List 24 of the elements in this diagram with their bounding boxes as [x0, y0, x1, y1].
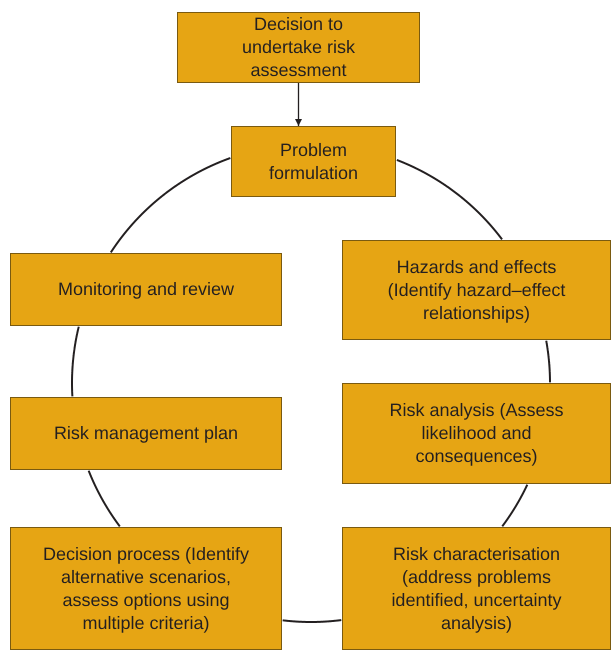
box-text: Decision process (Identify alternative scenarios, assess options using multiple criteria): [42, 542, 250, 634]
box-text: Hazards and effects (Identify hazard–effect relationships): [386, 256, 566, 324]
box-text: Problem formulation: [268, 138, 358, 184]
cycle-arc: [396, 159, 503, 240]
cycle-arc: [71, 326, 80, 398]
process-box: [10, 397, 282, 470]
box-text: Monitoring and review: [58, 278, 234, 301]
cycle-arc: [110, 157, 231, 254]
cycle-arc: [545, 340, 551, 383]
process-box: [10, 253, 282, 326]
cycle-arc: [282, 619, 342, 623]
cycle-arc: [88, 470, 121, 528]
process-box: [10, 527, 282, 650]
cycle-arc: [501, 484, 528, 528]
box-text: Risk analysis (Assess likelihood and consequences): [388, 399, 565, 468]
arrow: [295, 83, 302, 126]
process-box: [342, 240, 611, 340]
box-text: Risk management plan: [54, 422, 238, 445]
box-text: Decision to undertake risk assessment: [240, 13, 356, 82]
process-box: [342, 527, 611, 650]
process-box: [177, 12, 420, 83]
box-text: Risk characterisation (address problems identified, uncertainty analysis): [390, 542, 563, 634]
process-box: [231, 126, 396, 197]
process-box: [342, 383, 611, 484]
